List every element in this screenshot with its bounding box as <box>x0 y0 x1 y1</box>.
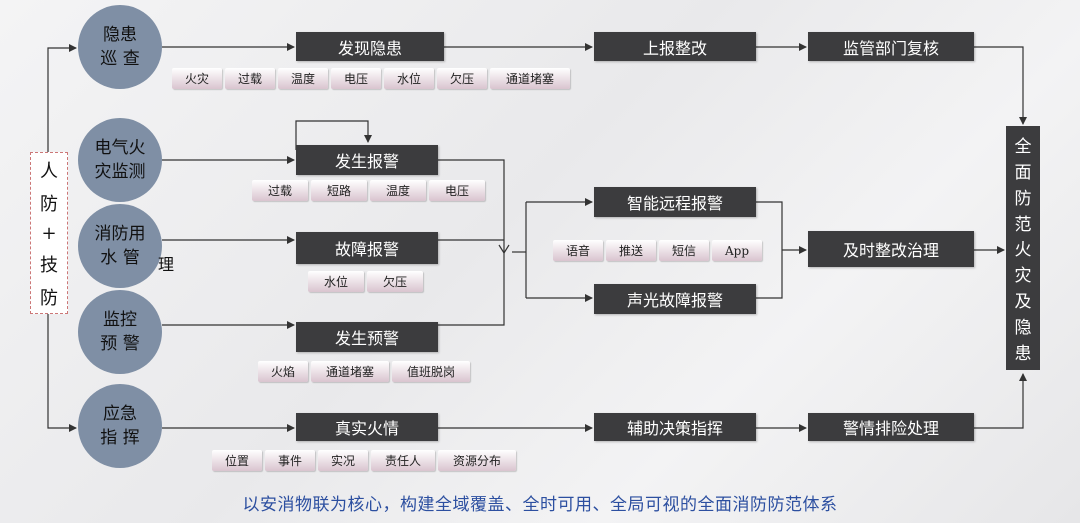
tag: 欠压 <box>367 271 423 292</box>
circle-label-tail: 理 <box>158 255 175 274</box>
tag: 温度 <box>370 180 426 201</box>
box-sound-light-alarm: 声光故障报警 <box>594 284 756 314</box>
tags-row3: 水位 欠压 <box>308 271 423 292</box>
circle-label: 水 管 <box>100 248 140 268</box>
circle-label: 预 警 <box>100 334 140 354</box>
tag: 实况 <box>318 450 368 471</box>
tags-row4: 火焰 通道堵塞 值班脱岗 <box>258 361 470 382</box>
final-char: 全 <box>1014 137 1032 158</box>
tag: 过载 <box>225 68 275 89</box>
tag: 水位 <box>308 271 364 292</box>
box-alarm-handling: 警情排险处理 <box>808 413 974 441</box>
tag: App <box>712 240 762 261</box>
caption: 以安消物联为核心，构建全域覆盖、全时可用、全局可视的全面消防防范体系 <box>242 495 838 515</box>
tag: 水位 <box>384 68 434 89</box>
box-find-hazard: 发现隐患 <box>296 32 444 61</box>
left-label-char: + <box>41 222 57 244</box>
tag: 电压 <box>331 68 381 89</box>
circle-label: 电气火 <box>94 138 146 158</box>
left-label-char: 人 <box>40 160 58 182</box>
box-report-rectify: 上报整改 <box>594 32 756 61</box>
circle-label: 隐患 <box>103 25 137 45</box>
tag: 通道堵塞 <box>490 68 570 89</box>
circle-electrical-fire: 电气火 灾监测 <box>78 118 162 202</box>
circle-hazard-patrol: 隐患 巡 查 <box>78 5 162 89</box>
tag: 位置 <box>212 450 262 471</box>
tag: 温度 <box>278 68 328 89</box>
left-label-char: 技 <box>40 254 58 276</box>
box-alarm-occurred: 发生报警 <box>296 145 438 175</box>
final-char: 防 <box>1014 188 1032 209</box>
box-timely-rectify: 及时整改治理 <box>808 231 974 267</box>
tag: 欠压 <box>437 68 487 89</box>
circle-emergency-command: 应急 指 挥 <box>78 384 162 468</box>
tag: 短路 <box>311 180 367 201</box>
tag: 火焰 <box>258 361 308 382</box>
box-comprehensive-prevention: 全 面 防 范 火 灾 及 隐 患 <box>1006 126 1040 370</box>
tag: 电压 <box>429 180 485 201</box>
circle-label: 巡 查 <box>100 49 140 69</box>
tag: 资源分布 <box>438 450 516 471</box>
final-char: 范 <box>1014 214 1032 235</box>
box-real-fire: 真实火情 <box>296 413 438 441</box>
box-decision-command: 辅助决策指挥 <box>594 413 756 441</box>
tag: 事件 <box>265 450 315 471</box>
tags-row5: 位置 事件 实况 责任人 资源分布 <box>212 450 516 471</box>
final-char: 面 <box>1014 163 1032 184</box>
tag: 责任人 <box>371 450 435 471</box>
circle-label: 灾监测 <box>94 162 146 182</box>
circle-label: 消防用 <box>94 224 146 244</box>
box-supervision-review: 监管部门复核 <box>808 32 974 61</box>
tag: 过载 <box>252 180 308 201</box>
tags-mid: 语音 推送 短信 App <box>553 240 762 261</box>
tag: 通道堵塞 <box>311 361 389 382</box>
final-char: 火 <box>1014 240 1032 261</box>
box-smart-remote-alarm: 智能远程报警 <box>594 187 756 217</box>
left-label-char: 防 <box>40 287 58 309</box>
tag: 值班脱岗 <box>392 361 470 382</box>
tag: 火灾 <box>172 68 222 89</box>
tags-row2: 过载 短路 温度 电压 <box>252 180 485 201</box>
tag: 语音 <box>553 240 603 261</box>
final-char: 灾 <box>1014 266 1032 287</box>
tag: 短信 <box>659 240 709 261</box>
box-warning-occurred: 发生预警 <box>296 322 438 352</box>
circle-monitor-warning: 监控 预 警 <box>78 290 162 374</box>
tags-row1: 火灾 过载 温度 电压 水位 欠压 通道堵塞 <box>172 68 570 89</box>
box-fault-alarm: 故障报警 <box>296 232 438 264</box>
left-label-char: 防 <box>40 193 58 215</box>
circle-water-management: 消防用 水 管 <box>78 204 162 288</box>
final-char: 隐 <box>1014 317 1032 338</box>
circle-label: 监控 <box>103 310 137 330</box>
tag: 推送 <box>606 240 656 261</box>
left-label-box: 人 防 + 技 防 <box>30 152 68 314</box>
final-char: 患 <box>1014 343 1032 364</box>
circle-label: 指 挥 <box>100 428 140 448</box>
final-char: 及 <box>1014 291 1032 312</box>
circle-label: 应急 <box>103 404 137 424</box>
